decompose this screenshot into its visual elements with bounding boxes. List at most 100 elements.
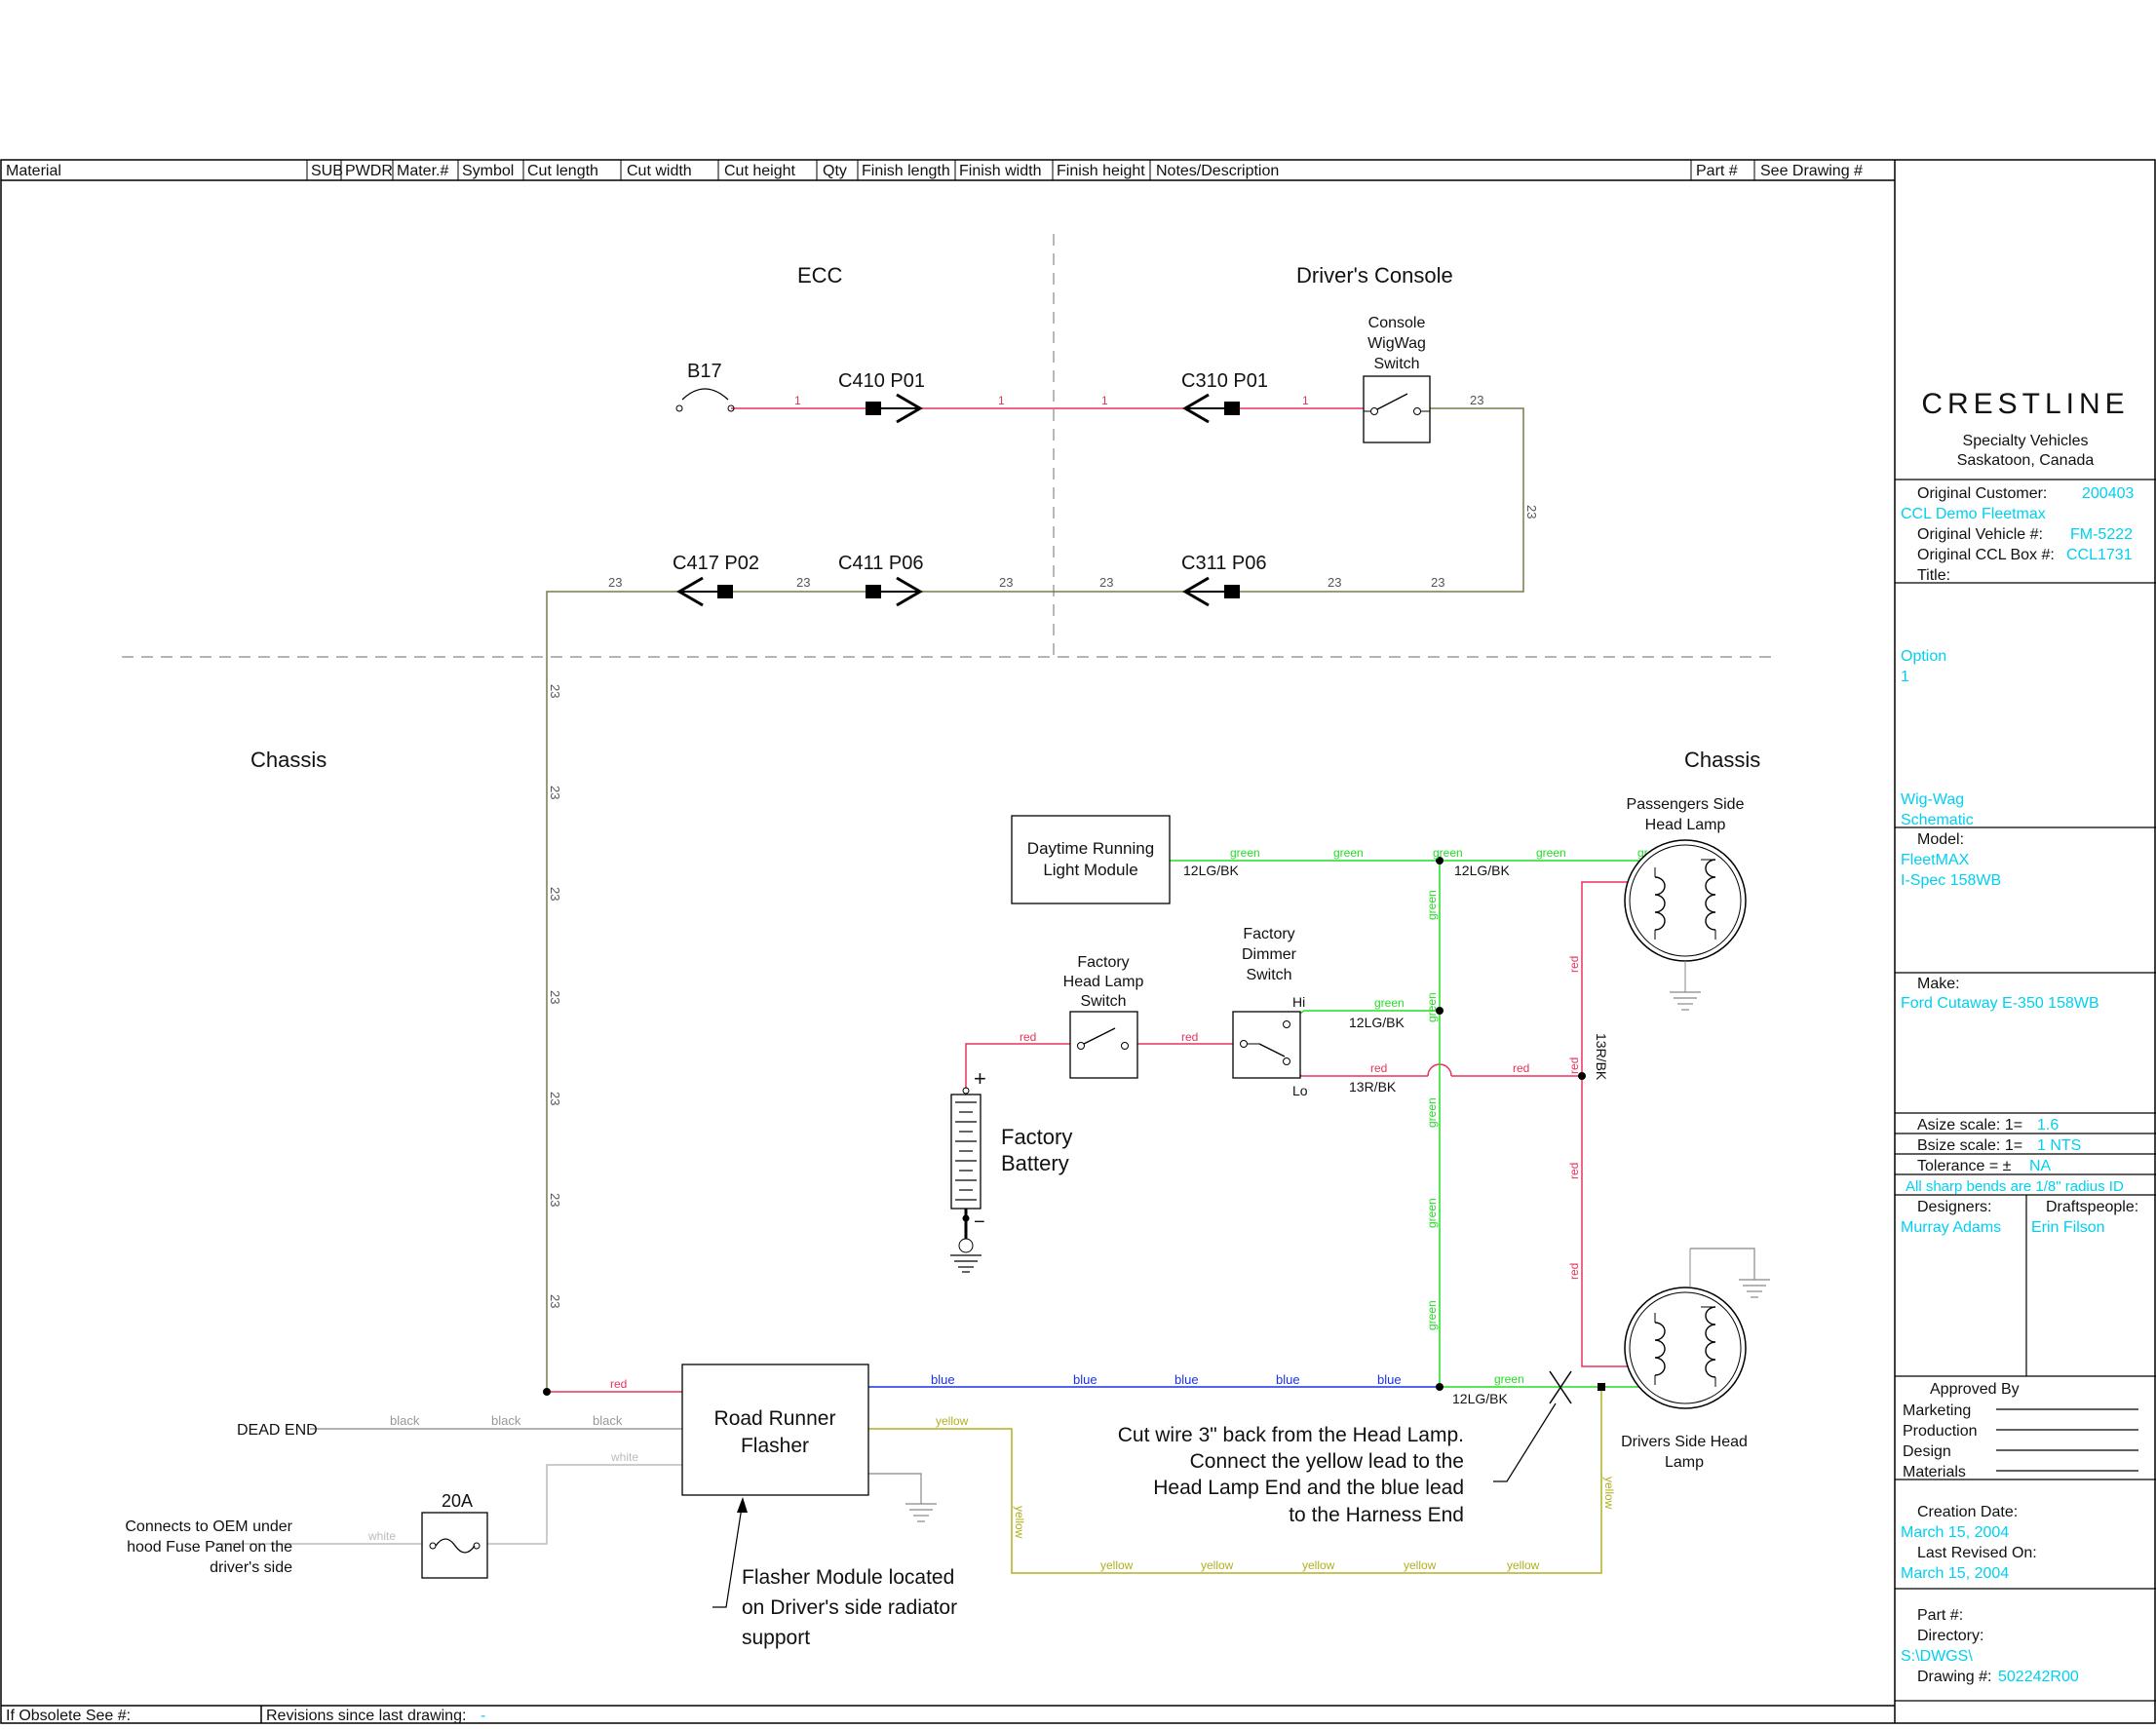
title-label: Title: [1917, 567, 1950, 584]
connector-c310: C310 P01 [1181, 370, 1268, 424]
draftspeople-label: Draftspeople: [2046, 1199, 2138, 1215]
battery-cells [955, 1101, 977, 1201]
cut-wire-note: Cut wire 3" back from the Head Lamp. Con… [1118, 1402, 1557, 1526]
b17-label: B17 [687, 361, 722, 382]
wire-gauge-12lg: 12LG/BK [1454, 863, 1510, 878]
wire-label-white: white [610, 1450, 638, 1464]
wire-label-green: green [1230, 846, 1260, 860]
fuse-note-line-1: Connects to OEM under [125, 1518, 292, 1535]
wire-label-blue: blue [931, 1372, 955, 1387]
wire-gauge-12lg: 12LG/BK [1349, 1015, 1405, 1030]
tolerance-label: Tolerance = ± [1917, 1158, 2012, 1174]
tolerance-value: NA [2029, 1158, 2052, 1174]
wire-label-1: 1 [794, 394, 801, 407]
designers-label: Designers: [1917, 1199, 1991, 1215]
fuse-note-line-3: driver's side [210, 1559, 292, 1576]
orig-vehicle-label: Original Vehicle #: [1917, 526, 2043, 543]
col-qty: Qty [823, 163, 847, 179]
col-cut-width: Cut width [627, 163, 692, 179]
wire-23 [546, 407, 1524, 1392]
wire-label-green: green [1425, 1300, 1439, 1330]
connector-c410-label: C410 P01 [838, 370, 925, 392]
wire-white [212, 1464, 682, 1545]
passenger-lamp-label-1: Passengers Side [1627, 796, 1745, 813]
flasher-label-1: Road Runner [714, 1407, 836, 1430]
cut-note-line-1: Cut wire 3" back from the Head Lamp. [1118, 1424, 1464, 1446]
approval-materials: Materials [1903, 1464, 1966, 1480]
head-lamp-switch-label-3: Switch [1080, 993, 1126, 1010]
wire-label-blue: blue [1377, 1372, 1402, 1387]
creation-date-value: March 15, 2004 [1901, 1524, 2009, 1541]
wire-label-black: black [593, 1413, 623, 1428]
orig-box-value: CCL1731 [2066, 547, 2133, 563]
wire-label-23: 23 [548, 786, 562, 799]
wire-gauge-12lg: 12LG/BK [1452, 1391, 1508, 1406]
col-finish-width: Finish width [959, 163, 1041, 179]
factory-head-lamp-switch: Factory Head Lamp Switch [1063, 954, 1144, 1079]
wire-label-23: 23 [796, 575, 810, 590]
title-value-3: Wig-Wag [1901, 791, 1964, 808]
wire-label-black: black [390, 1413, 420, 1428]
b17-breaker: B17 [675, 361, 735, 412]
wire-gauge-13r: 13R/BK [1594, 1033, 1609, 1081]
fuse-20a: 20A [421, 1491, 488, 1579]
dimmer-switch-label-2: Dimmer [1242, 946, 1297, 963]
connector-c411: C411 P06 [838, 553, 923, 607]
directory-label: Directory: [1917, 1628, 1983, 1644]
driver-lamp-label-2: Lamp [1665, 1454, 1704, 1471]
wire-labels-black: black black black [390, 1413, 623, 1428]
head-lamp-switch-label-2: Head Lamp [1063, 974, 1144, 990]
wire-label-23: 23 [548, 887, 562, 901]
wire-label-red: red [1567, 1263, 1581, 1280]
title-value-4: Schematic [1901, 812, 1974, 828]
junction-dots [543, 857, 1586, 1396]
section-drivers-console: Driver's Console [1296, 263, 1453, 288]
title-block: CRESTLINE Specialty Vehicles Saskatoon, … [1895, 388, 2156, 1702]
wire-label-23: 23 [548, 1294, 562, 1308]
wire-label-green: green [1425, 890, 1439, 920]
passenger-head-lamp: Passengers Side Head Lamp [1624, 796, 1747, 1011]
orig-customer-label: Original Customer: [1917, 485, 2047, 502]
wire-label-green: green [1333, 846, 1364, 860]
customer-name: CCL Demo Fleetmax [1901, 506, 2046, 522]
revised-date-value: March 15, 2004 [1901, 1565, 2009, 1582]
flasher-label-2: Flasher [741, 1435, 809, 1457]
wire-label-yellow: yellow [1013, 1506, 1026, 1539]
col-pwdr: PWDR [345, 163, 393, 179]
flasher-note-line-1: Flasher Module located [742, 1566, 954, 1589]
make-value: Ford Cutaway E-350 158WB [1901, 995, 2099, 1012]
section-labels: ECC Driver's Console Chassis Chassis [250, 263, 1760, 772]
col-sub: SUB [311, 163, 343, 179]
directory-value: S:\DWGS\ [1901, 1648, 1973, 1665]
col-finish-height: Finish height [1057, 163, 1145, 179]
connector-c310-label: C310 P01 [1181, 370, 1268, 392]
col-material: Material [6, 163, 61, 179]
factory-dimmer-switch: Factory Dimmer Switch Hi Lo [1232, 926, 1308, 1098]
wire-label-23: 23 [548, 1092, 562, 1105]
wire-green [1170, 860, 1647, 1388]
asize-value: 1.6 [2037, 1117, 2059, 1133]
cut-note-line-3: Head Lamp End and the blue lead [1153, 1477, 1464, 1499]
wire-labels-blue: blue blue blue blue blue [931, 1372, 1402, 1387]
wire-label-red: red [1567, 1057, 1581, 1074]
cut-note-line-2: Connect the yellow lead to the [1190, 1450, 1464, 1473]
title-value-2: 1 [1901, 669, 1909, 685]
designer-value: Murray Adams [1901, 1219, 2001, 1236]
driver-head-lamp: Drivers Side Head Lamp [1621, 1249, 1770, 1471]
head-lamp-switch-label-1: Factory [1077, 954, 1129, 971]
connector-c410: C410 P01 [838, 370, 925, 424]
wire-label-green: green [1425, 1198, 1439, 1228]
col-cut-length: Cut length [527, 163, 598, 179]
drawing-frame [0, 159, 2156, 1724]
approval-design: Design [1903, 1443, 1951, 1460]
wire-label-1: 1 [1101, 394, 1108, 407]
title-value-1: Option [1901, 648, 1946, 665]
battery-label-2: Battery [1001, 1151, 1069, 1175]
wire-label-red: red [1567, 956, 1581, 973]
col-mater-no: Mater.# [397, 163, 448, 179]
dead-end-label: DEAD END [237, 1422, 318, 1439]
orig-box-label: Original CCL Box #: [1917, 547, 2055, 563]
revised-date-label: Last Revised On: [1917, 1545, 2037, 1561]
factory-battery: + − Factory Battery [950, 1066, 1072, 1273]
footer: If Obsolete See #: Revisions since last … [6, 1708, 485, 1724]
